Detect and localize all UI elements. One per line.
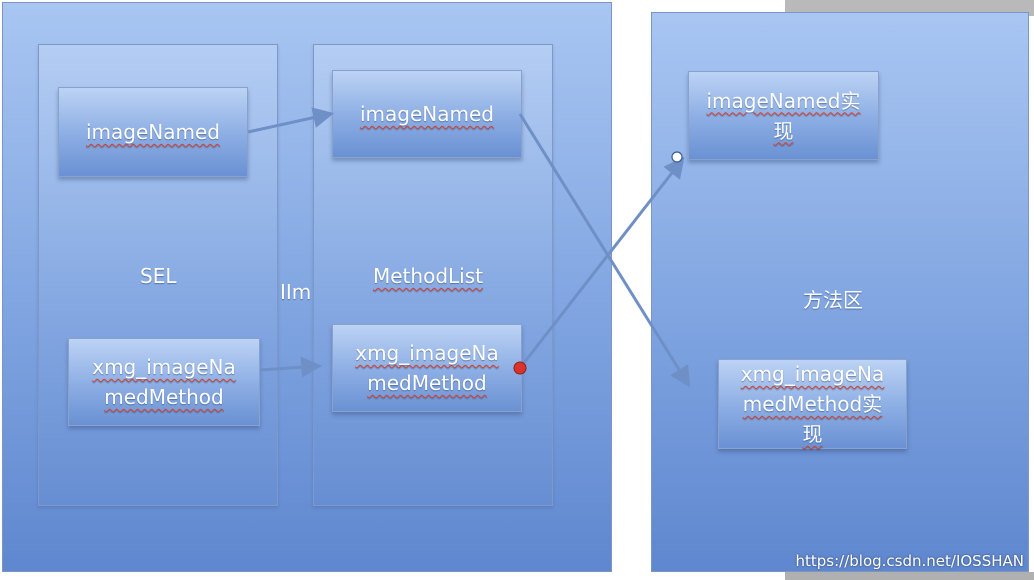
sel-imagenamed-box[interactable]: imageNamed [58, 87, 248, 177]
sel-imagenamed-text: imageNamed [86, 120, 220, 144]
method-area-label: 方法区 [803, 288, 863, 312]
method-area-imagenamed-impl-text: imageNamed实 现 [706, 88, 861, 143]
sel-label: SEL [140, 264, 177, 288]
method-area-xmg-impl-box[interactable]: xmg_imageNa medMethod实 现 [718, 359, 907, 449]
methodlist-xmg-text: xmg_imageNa medMethod [355, 341, 499, 395]
imp-connector-label: IIm [280, 280, 312, 304]
methodlist-imagenamed-text: imageNamed [360, 102, 494, 126]
method-area-imagenamed-impl-box[interactable]: imageNamed实 现 [688, 71, 879, 160]
methodlist-xmg-box[interactable]: xmg_imageNa medMethod [332, 324, 522, 412]
sel-xmg-text: xmg_imageNa medMethod [92, 355, 236, 409]
methodlist-label: MethodList [373, 264, 483, 288]
method-area-xmg-impl-text: xmg_imageNa medMethod实 现 [740, 362, 885, 446]
sel-xmg-box[interactable]: xmg_imageNa medMethod [68, 338, 260, 426]
background-strip-bottom [785, 572, 1034, 580]
watermark-url: https://blog.csdn.net/IOSSHAN [795, 552, 1025, 570]
methodlist-imagenamed-box[interactable]: imageNamed [332, 70, 522, 158]
